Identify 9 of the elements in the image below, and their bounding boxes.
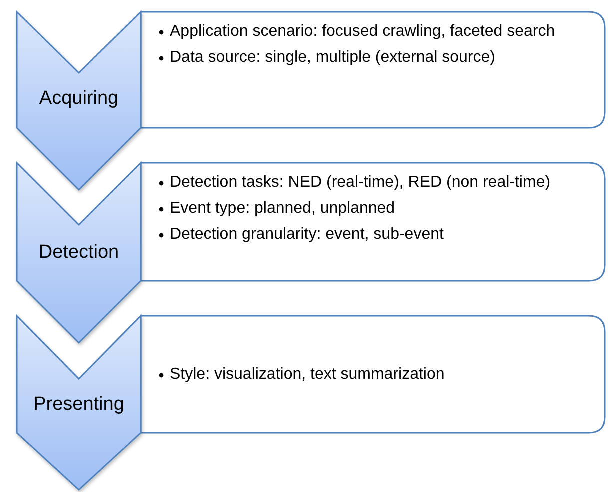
stage-label: Presenting [32,394,126,416]
bullet-text: Detection tasks: NED (real-time), RED (non real-time) [170,174,551,191]
bullet-text: Style: visualization, text summarization [170,366,445,383]
stage-label: Detection [38,242,120,264]
bullet-text: Application scenario: focused crawling, faceted search [170,23,556,40]
bullet-text: Detection granularity: event, sub-event [170,226,444,243]
stage-label: Acquiring [38,88,120,110]
bullet-text: Data source: single, multiple (external source) [170,49,496,66]
bullet-text: Event type: planned, unplanned [170,200,396,217]
